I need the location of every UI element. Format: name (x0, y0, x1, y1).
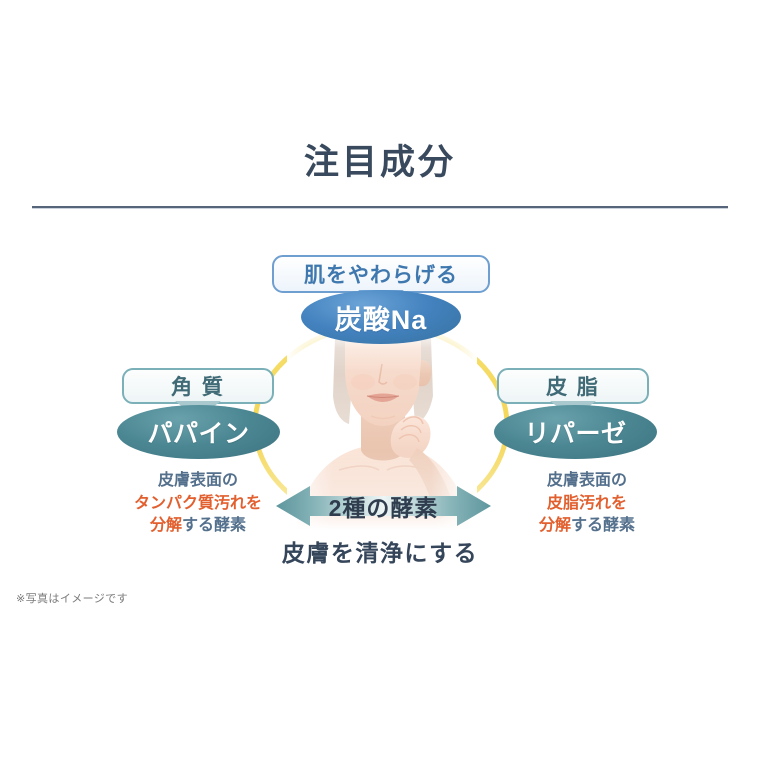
desc-left-line2: タンパク質汚れを (133, 494, 262, 512)
ingredient-pill-sodium-carbonate: 炭酸Na (301, 290, 461, 344)
desc-right-line3-highlight: 分解 (538, 517, 571, 535)
model-photo (287, 330, 477, 530)
two-enzymes-arrow: 2種の酵素 (276, 484, 491, 528)
chip-right-label: 皮 脂 (546, 376, 600, 399)
chip-right-target: 皮 脂 (497, 368, 649, 404)
desc-left-line3: 分解する酵素 (108, 515, 288, 538)
arrow-shape (276, 486, 491, 526)
ingredient-right-label: リパーゼ (524, 420, 627, 448)
description-right: 皮膚表面の 皮脂汚れを 分解する酵素 (497, 470, 677, 538)
desc-right-line3: 分解する酵素 (497, 515, 677, 538)
chip-top-effect: 肌をやわらげる (272, 255, 490, 293)
ingredient-pill-papain: パパイン (117, 405, 280, 459)
desc-right-line1: 皮膚表面の (546, 472, 627, 489)
chip-left-target: 角 質 (122, 368, 274, 404)
desc-right-line2: 皮脂汚れを (546, 494, 627, 512)
ingredient-pill-lipase: リパーゼ (494, 405, 657, 459)
chip-left-label: 角 質 (171, 376, 225, 399)
page-title: 注目成分 (303, 143, 456, 182)
desc-right-line3-rest: する酵素 (571, 517, 636, 535)
arrow-label: 2種の酵素 (328, 495, 439, 521)
desc-left-line3-highlight: 分解 (149, 517, 182, 535)
ingredient-left-label: パパイン (147, 420, 250, 448)
desc-left-line3-rest: する酵素 (182, 517, 247, 535)
footnote-disclaimer: ※写真はイメージです (16, 593, 128, 605)
bottom-caption: 皮膚を清浄にする (281, 540, 479, 566)
description-left: 皮膚表面の タンパク質汚れを 分解する酵素 (108, 470, 288, 538)
desc-left-line1: 皮膚表面の (157, 472, 238, 489)
chip-top-label: 肌をやわらげる (304, 264, 458, 287)
title-divider (32, 206, 728, 209)
ingredient-top-label: 炭酸Na (334, 304, 428, 335)
